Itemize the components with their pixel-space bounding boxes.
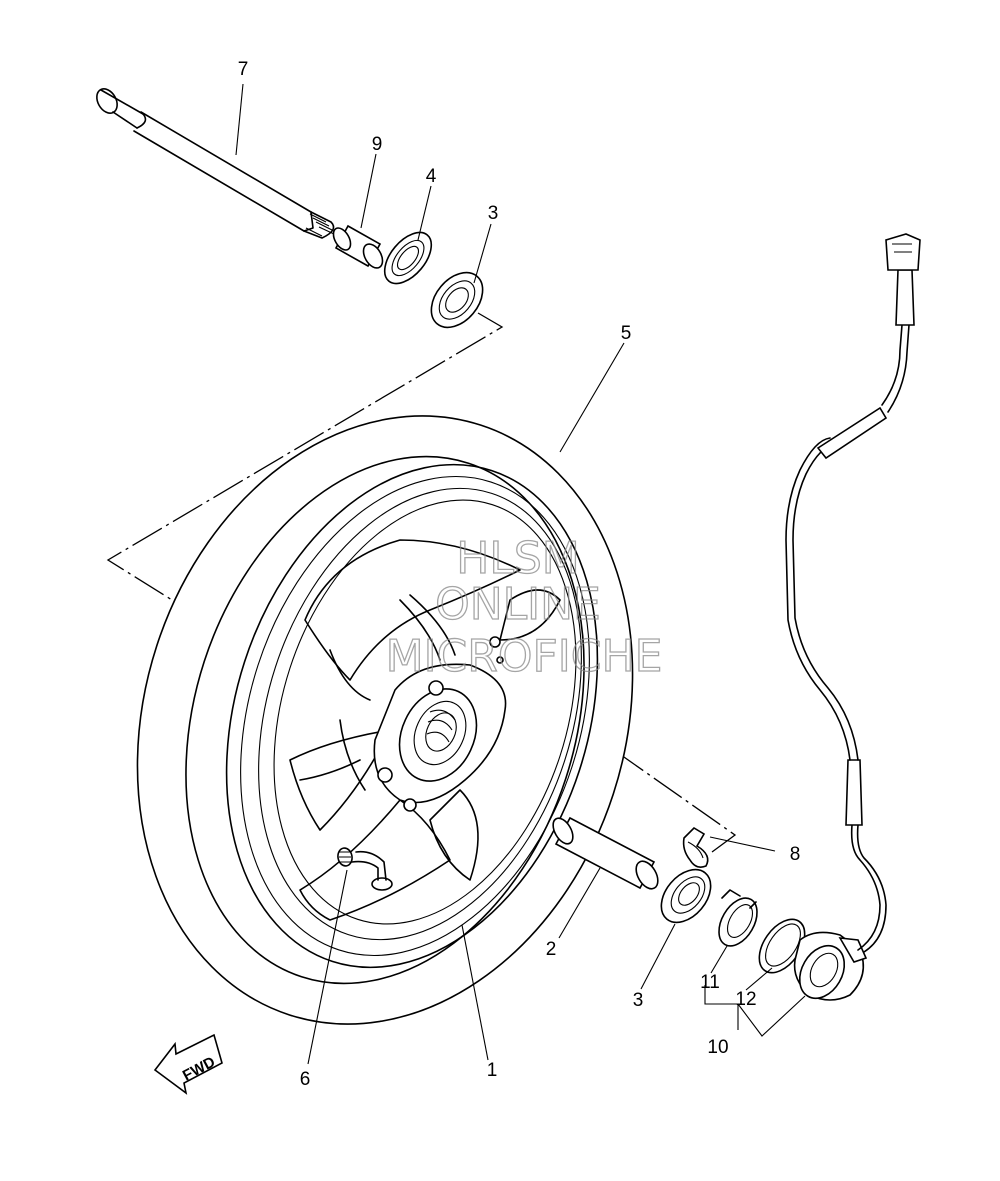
meter-clutch — [718, 889, 758, 947]
wire-clip — [682, 826, 709, 868]
callout-12: 12 — [735, 989, 756, 1010]
watermark-line-1: HLSM — [456, 533, 580, 584]
collar — [332, 224, 384, 269]
fwd-direction-arrow: FWD — [153, 1033, 223, 1095]
callout-11: 11 — [700, 972, 720, 993]
speedometer-gear-unit — [793, 931, 868, 1001]
watermark-line-2: ONLINE — [435, 579, 601, 630]
callout-6: 6 — [300, 1069, 311, 1090]
bearing-upper — [430, 271, 484, 329]
valve-stem — [337, 847, 387, 881]
callout-3-lower: 3 — [633, 990, 644, 1011]
callout-8: 7 — [238, 59, 249, 80]
callout-7: 8 — [790, 844, 801, 865]
callout-2: 2 — [546, 939, 557, 960]
speedometer-cable — [785, 233, 921, 953]
watermark-line-3: MICROFICHE — [386, 631, 663, 682]
spacer-tube — [552, 816, 659, 890]
callouts: 7 9 4 3 5 8 2 3 11 12 10 1 6 — [238, 59, 801, 1090]
callout-5: 5 — [621, 323, 632, 344]
gear-unit-seal — [758, 918, 806, 974]
callout-3-upper: 3 — [488, 203, 499, 224]
callout-1: 1 — [487, 1060, 498, 1081]
bearing-lower — [660, 868, 712, 924]
callout-9: 9 — [372, 134, 383, 155]
watermark: HLSM ONLINE MICROFICHE — [385, 532, 663, 682]
callout-10: 10 — [707, 1037, 728, 1058]
cast-wheel — [240, 475, 590, 957]
front-axle — [96, 88, 335, 239]
oil-seal — [383, 231, 433, 285]
callout-4: 4 — [426, 166, 437, 187]
leader-lines — [235, 83, 806, 1065]
